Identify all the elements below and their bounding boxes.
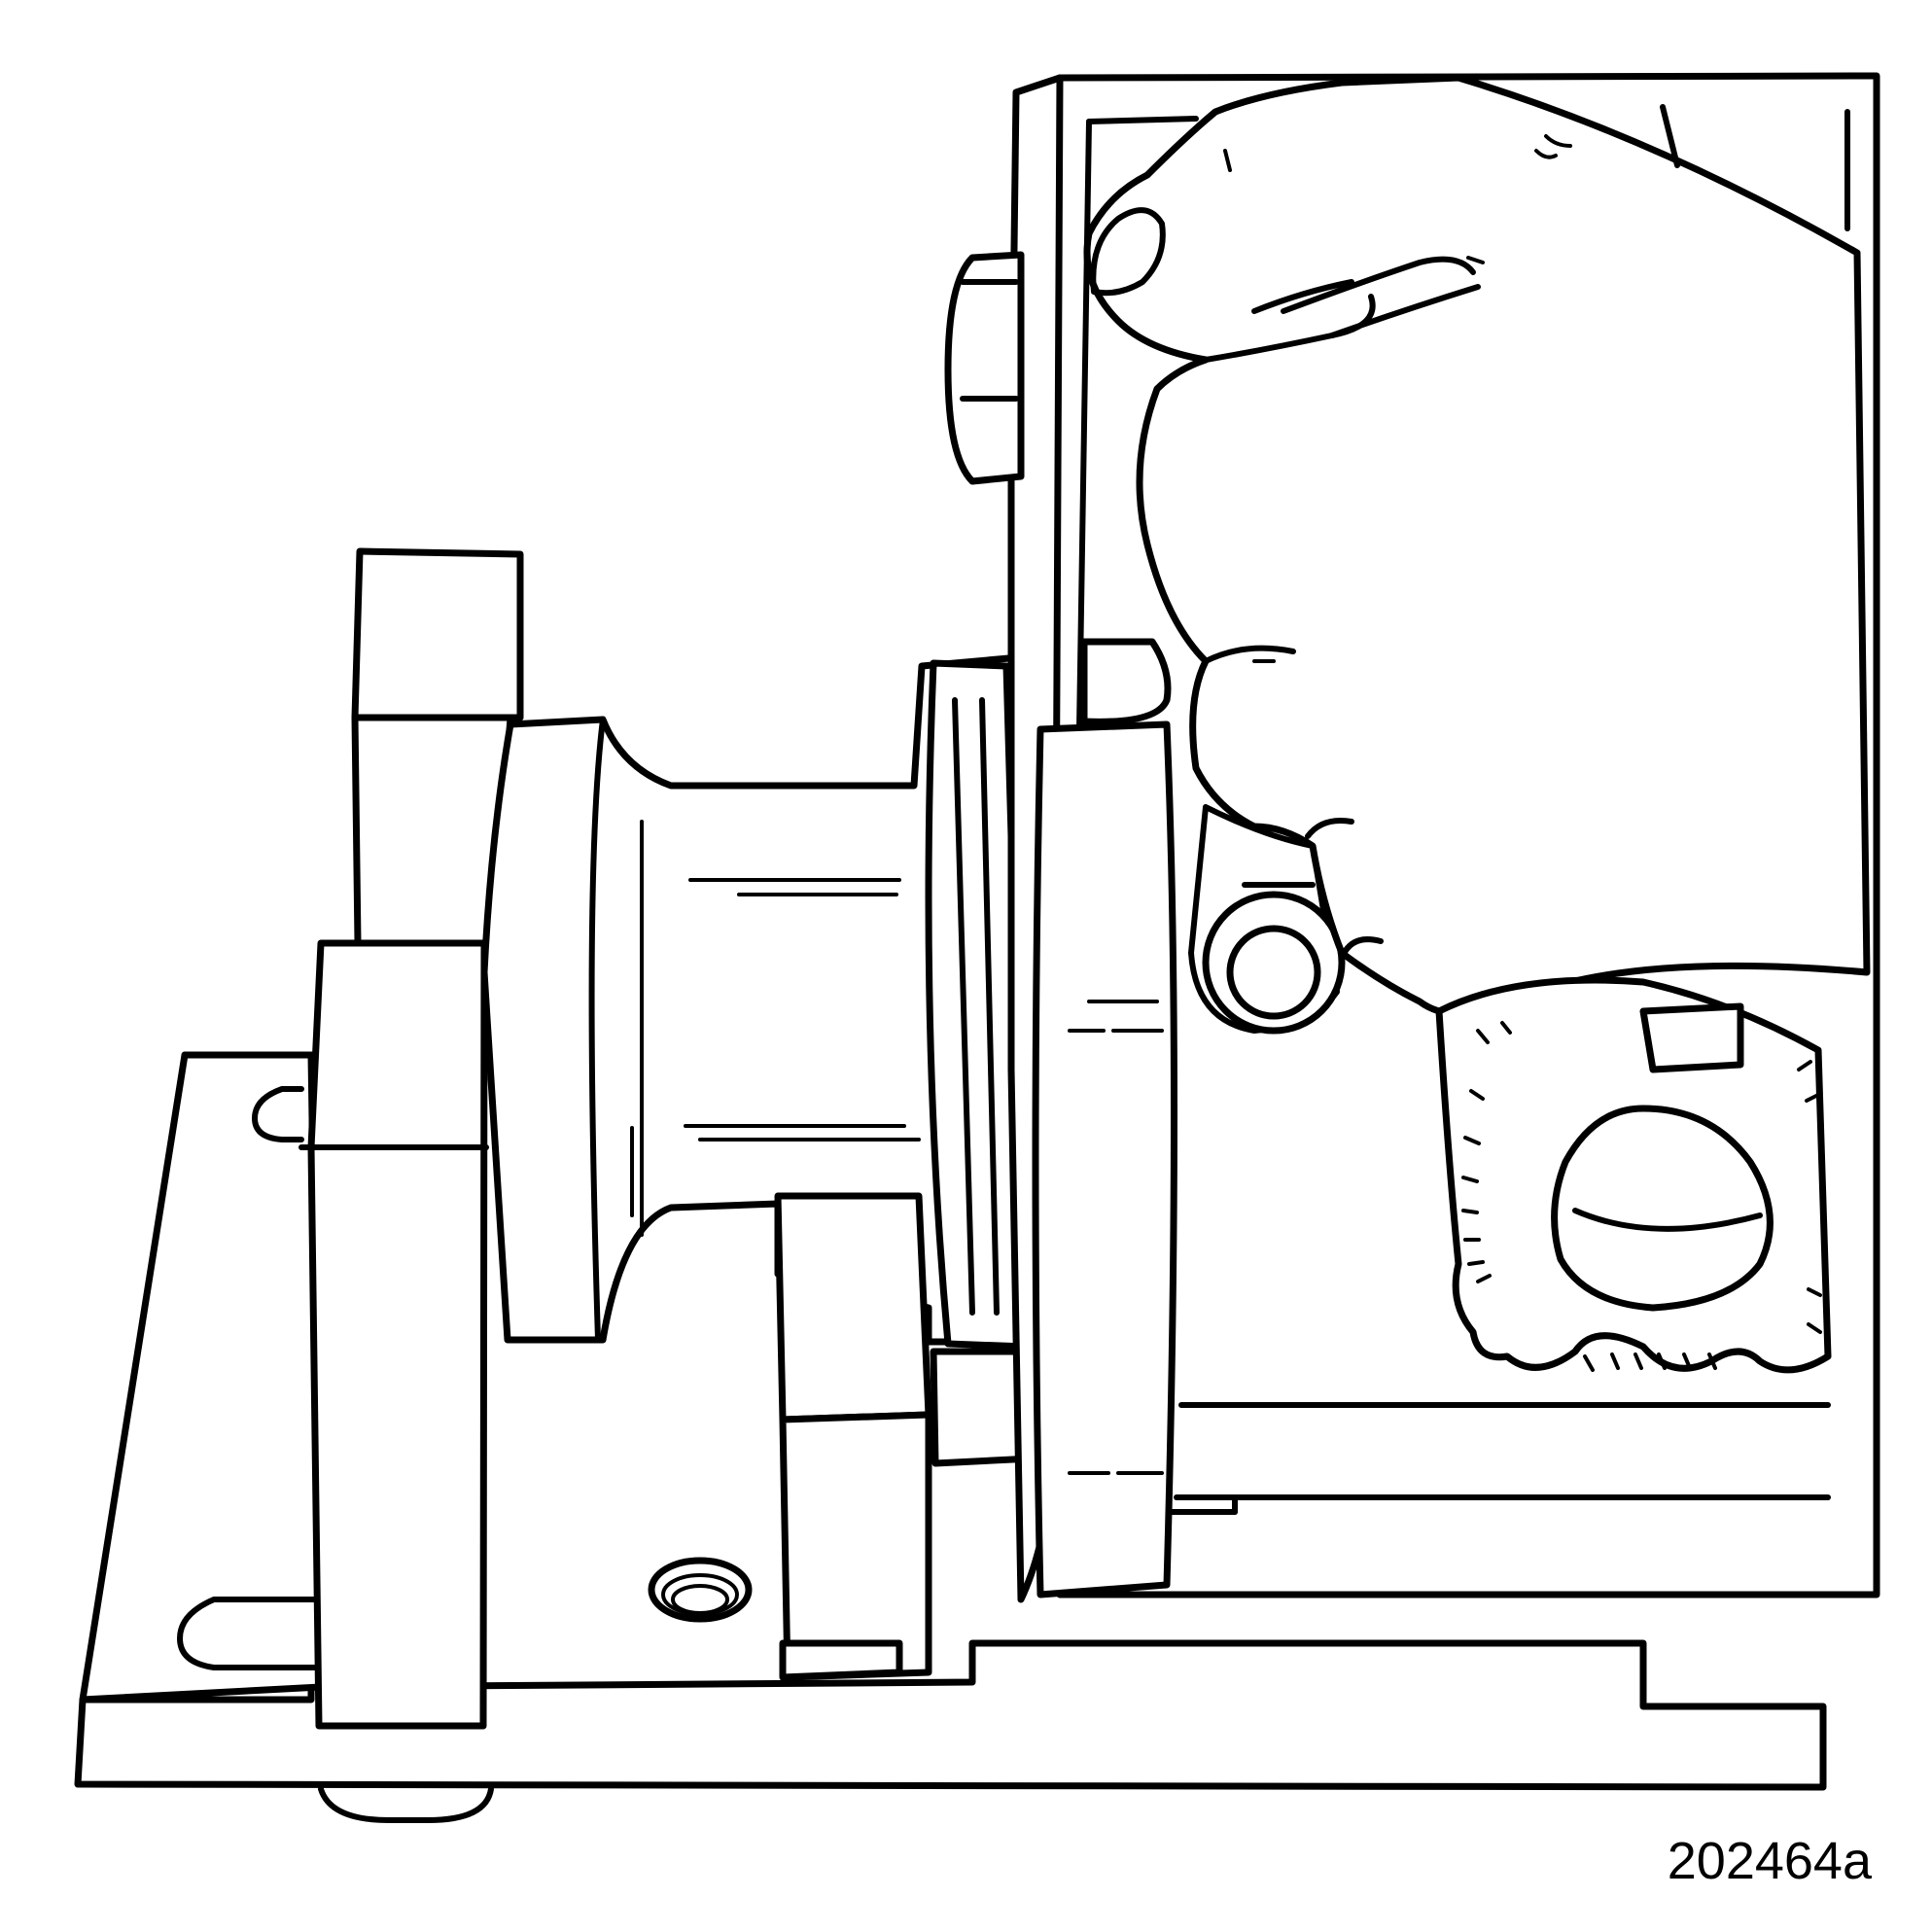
bottom-spacer	[774, 1192, 1036, 1681]
round-boss	[1188, 804, 1346, 1035]
lower-slot	[177, 1597, 319, 1670]
spline-gear	[1435, 976, 1832, 1374]
housing-tab	[1080, 638, 1172, 725]
hand	[1083, 74, 1871, 1018]
fixture-base-plate	[74, 1051, 1827, 1791]
fixture-foot	[318, 1786, 494, 1823]
flange-body	[1032, 720, 1177, 1598]
hub-assembly	[480, 652, 1039, 1346]
left-support-block	[299, 547, 524, 1730]
figure-id-label: 202464a	[1667, 1832, 1872, 1890]
threaded-hole	[648, 1557, 753, 1623]
upper-slot	[252, 1086, 304, 1142]
bolt-head	[944, 251, 1025, 485]
washer-ring	[925, 659, 1030, 1351]
